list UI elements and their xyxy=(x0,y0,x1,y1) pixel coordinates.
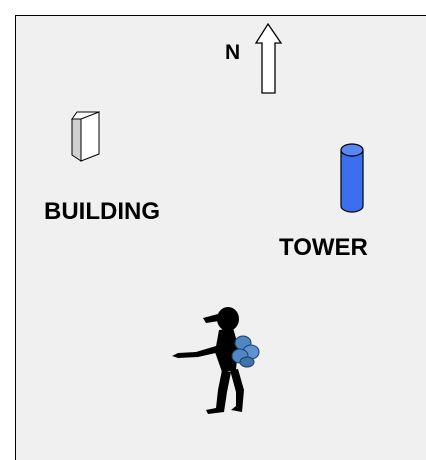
hiker-icon xyxy=(0,0,426,460)
